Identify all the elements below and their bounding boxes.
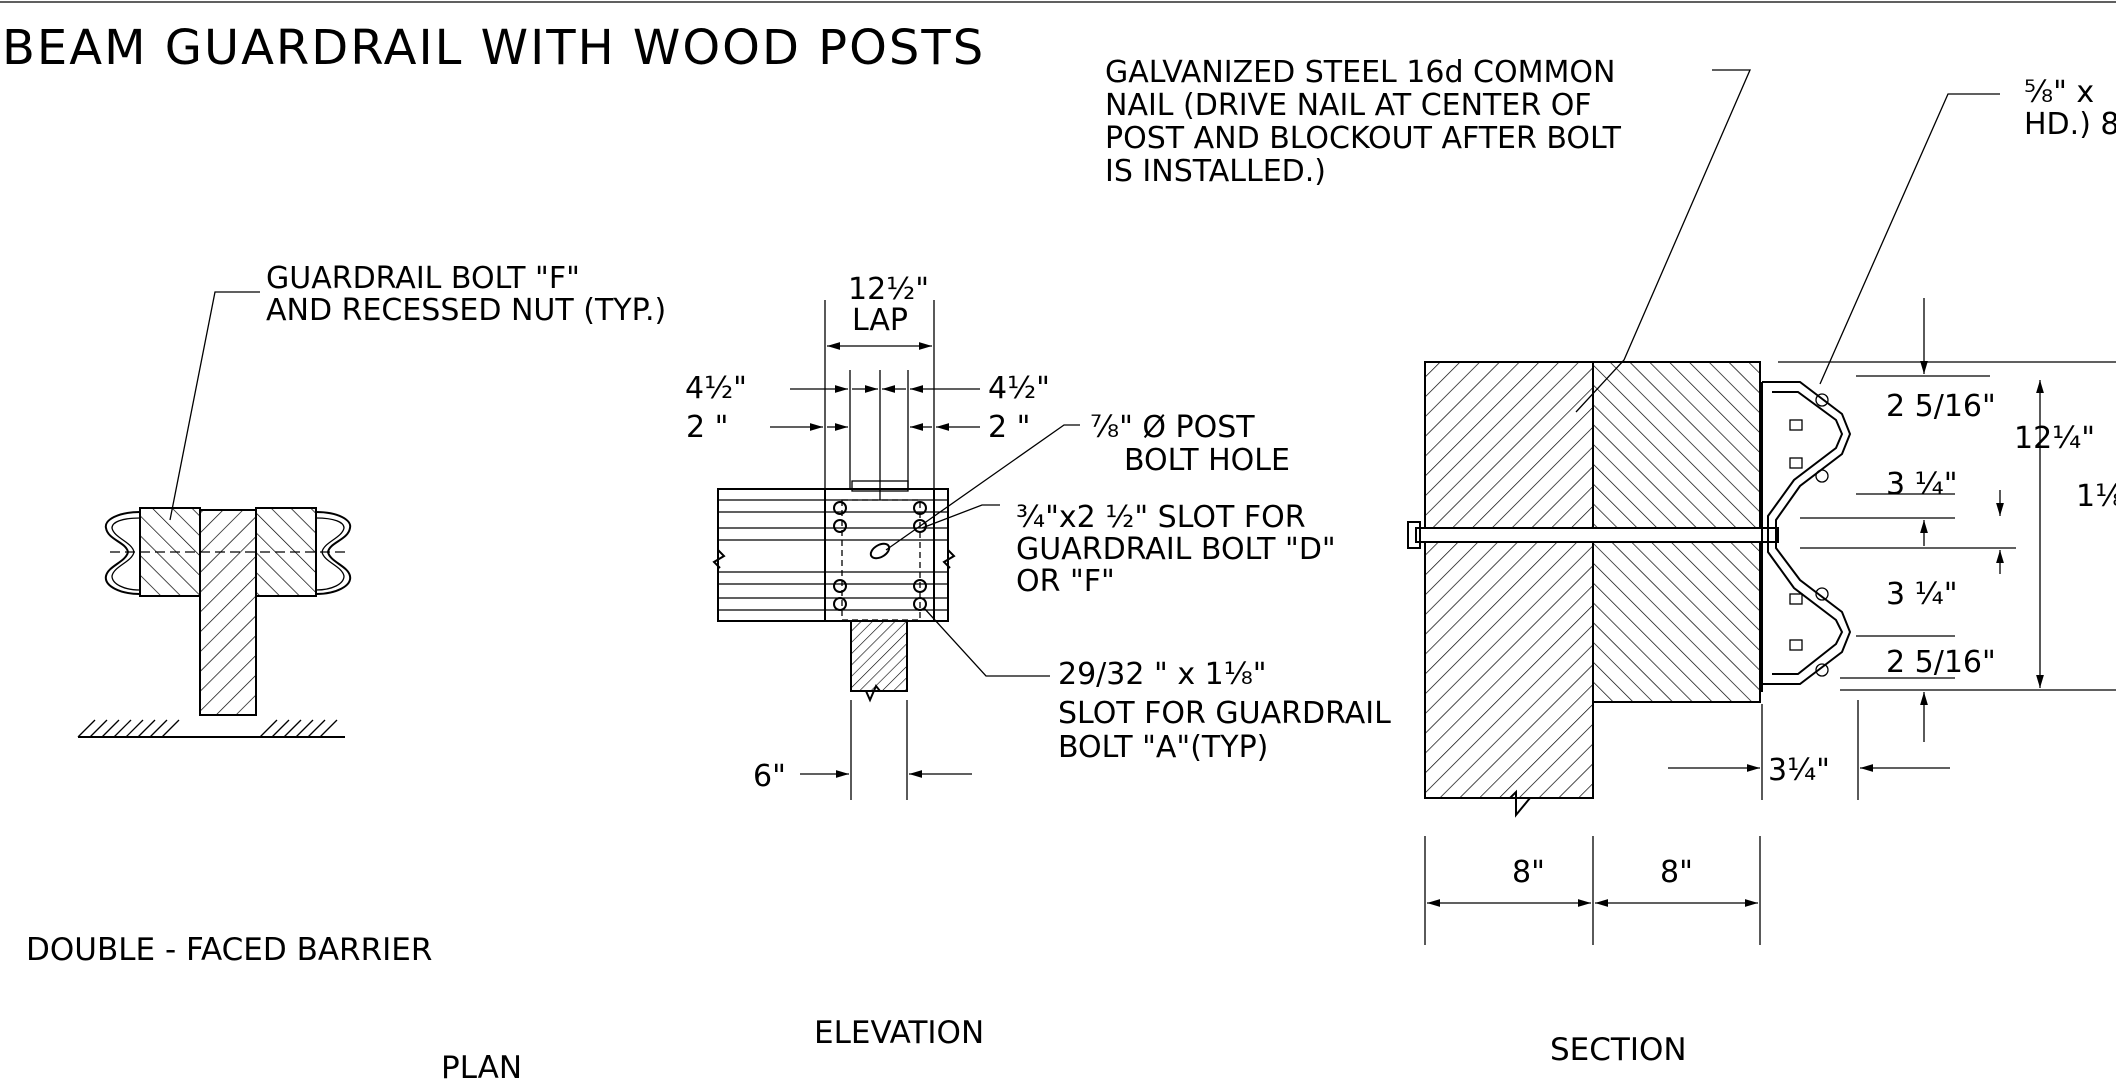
section-beam-bolts — [1789, 393, 1829, 677]
slot-df-note-line3: OR "F" — [1016, 564, 1115, 599]
plan-barrier-label: DOUBLE - FACED BARRIER — [26, 932, 432, 968]
dim-left-inner: 2 " — [686, 410, 728, 445]
post-bolt-slot — [869, 542, 891, 560]
elevation-view: 12½" LAP 4½" 4½" 2 " 2 " ⅞" Ø POST BOLT … — [685, 272, 1391, 1051]
dim-d: 2 5/16" — [1886, 645, 1996, 680]
nail-note-line4: IS INSTALLED.) — [1105, 154, 1326, 189]
bolt-note-line2: HD.) 8 — [2024, 107, 2116, 142]
slot-a-note-line2: SLOT FOR GUARDRAIL — [1058, 696, 1391, 731]
plan-post — [199, 509, 257, 716]
dim-c: 3 ¼" — [1886, 577, 1958, 612]
dim-a: 2 5/16" — [1886, 389, 1996, 424]
plan-view: GUARDRAIL BOLT "F" AND RECESSED NUT (TYP… — [26, 261, 666, 1085]
slot-a-note-line1: 29/32 " x 1⅛" — [1058, 657, 1267, 692]
dim-height: 12¼" — [2014, 421, 2095, 456]
drawing-title: BEAM GUARDRAIL WITH WOOD POSTS — [2, 20, 985, 76]
dim-post: 8" — [1512, 855, 1545, 890]
slot-df-note-line1: ¾"x2 ½" SLOT FOR — [1016, 500, 1306, 535]
plan-bolt-note-line1: GUARDRAIL BOLT "F" — [266, 261, 580, 296]
slot-df-note-line2: GUARDRAIL BOLT "D" — [1016, 532, 1336, 567]
section-wbeam — [1761, 381, 1852, 692]
nail-note-line3: POST AND BLOCKOUT AFTER BOLT — [1105, 121, 1622, 156]
plan-caption: PLAN — [441, 1050, 522, 1085]
section-caption: SECTION — [1550, 1032, 1687, 1068]
elevation-rail — [717, 488, 949, 622]
nail-note-line1: GALVANIZED STEEL 16d COMMON — [1105, 55, 1615, 90]
post-hole-note-line2: BOLT HOLE — [1124, 443, 1290, 478]
dim-offset: 3¼" — [1768, 753, 1830, 788]
slot-a-note-line3: BOLT "A"(TYP) — [1058, 730, 1268, 765]
post-hole-note-line1: ⅞" Ø POST — [1090, 410, 1255, 445]
dim-partial: 1⅛ — [2076, 479, 2116, 514]
dim-block: 8" — [1660, 855, 1693, 890]
dim-b: 3 ¼" — [1886, 467, 1958, 502]
plan-wbeam-right — [315, 511, 352, 595]
splice-bolt-holes — [833, 501, 927, 611]
post-width-dim: 6" — [753, 759, 786, 794]
plan-bolt-note-line2: AND RECESSED NUT (TYP.) — [266, 293, 666, 328]
section-view: GALVANIZED STEEL 16d COMMON NAIL (DRIVE … — [1105, 55, 2116, 1068]
elevation-caption: ELEVATION — [814, 1015, 984, 1051]
dim-left-outer: 4½" — [685, 371, 747, 406]
elevation-post — [850, 620, 908, 692]
dim-right-outer: 4½" — [988, 371, 1050, 406]
plan-wbeam-left — [104, 511, 141, 595]
bolt-note-line1: ⅝" x — [2024, 75, 2094, 110]
nail-note-line2: NAIL (DRIVE NAIL AT CENTER OF — [1105, 88, 1592, 123]
section-post — [1424, 361, 1594, 799]
dim-right-inner: 2 " — [988, 410, 1030, 445]
section-through-bolt — [1415, 527, 1779, 543]
lap-label: LAP — [852, 303, 908, 338]
lap-value: 12½" — [848, 272, 929, 307]
ground-hatch — [77, 719, 338, 738]
